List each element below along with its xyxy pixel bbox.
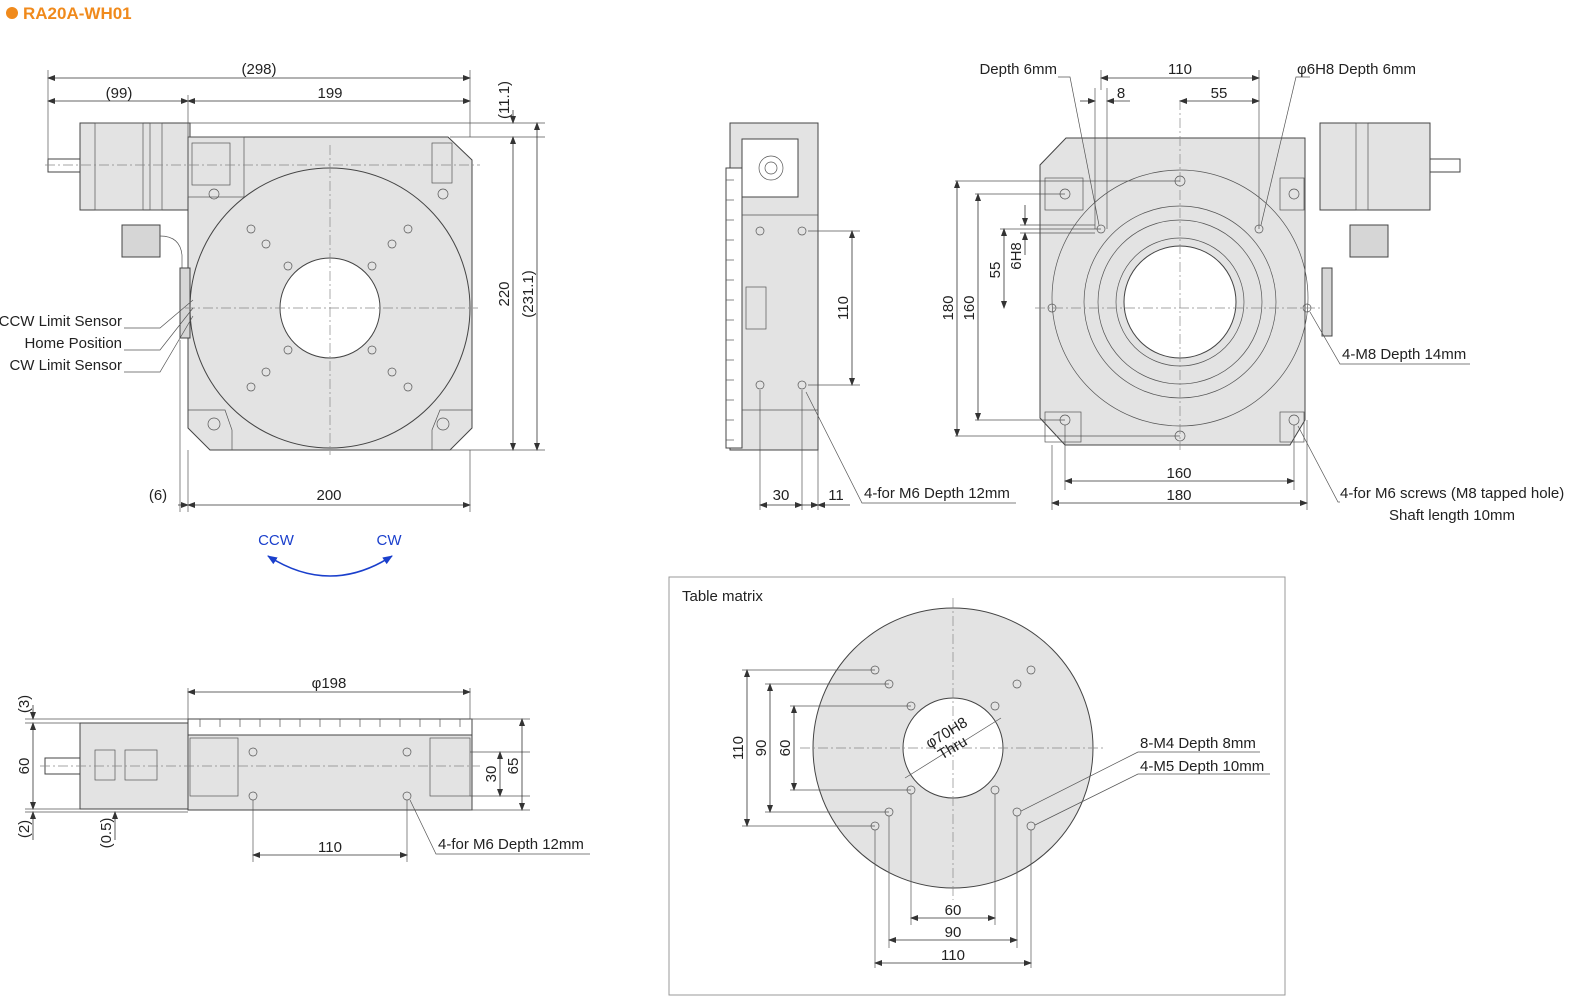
note-bottom-m8-holes: 4-M8 Depth 14mm xyxy=(1342,346,1466,363)
dim-matrix-110-horiz: 110 xyxy=(941,947,965,964)
motor-shaft xyxy=(47,158,81,173)
dim-front-2: (2) xyxy=(16,820,33,838)
bottom-motor-body xyxy=(1319,122,1431,211)
label-ccw: CCW xyxy=(258,532,295,549)
dim-bottom-6h8: 6H8 xyxy=(1008,242,1025,270)
dim-side-11: 11 xyxy=(828,487,844,504)
dim-bottom-110: 110 xyxy=(1168,61,1192,78)
dim-matrix-90-horiz: 90 xyxy=(945,924,962,941)
dim-side-30: 30 xyxy=(773,487,790,504)
front-scale-ticks xyxy=(199,719,461,727)
dim-matrix-110-vert: 110 xyxy=(730,736,747,760)
dim-top-width-200: 200 xyxy=(316,487,341,504)
dim-top-height-231-1: (231.1) xyxy=(520,270,537,318)
dim-side-110: 110 xyxy=(835,296,852,320)
note-bottom-depth-6mm: Depth 6mm xyxy=(979,61,1057,78)
dim-bottom-55-top: 55 xyxy=(1211,85,1228,102)
front-scale-band xyxy=(187,718,473,736)
side-scale-ticks xyxy=(726,179,734,441)
dim-matrix-60-horiz: 60 xyxy=(945,902,962,919)
bottom-motor-shaft xyxy=(1429,158,1461,173)
dim-top-offset-11-1: (11.1) xyxy=(496,81,513,119)
rotation-indicator: CCW CW xyxy=(258,532,403,577)
page-title: RA20A-WH01 xyxy=(23,4,132,23)
motor-body xyxy=(79,122,191,211)
note-matrix-m5-holes: 4-M5 Depth 10mm xyxy=(1140,758,1264,775)
dim-front-60: 60 xyxy=(16,758,33,775)
dim-top-offset-6: (6) xyxy=(149,487,167,504)
dim-bottom-180-horiz: 180 xyxy=(1166,487,1191,504)
title-bullet-icon xyxy=(6,7,18,19)
dim-front-phi-198: φ198 xyxy=(312,675,347,692)
dim-matrix-60-vert: 60 xyxy=(777,740,794,757)
rotation-arrow-icon xyxy=(267,555,393,577)
dim-bottom-160-vert: 160 xyxy=(961,295,978,320)
note-matrix-m4-holes: 8-M4 Depth 8mm xyxy=(1140,735,1256,752)
dim-front-0-5: (0.5) xyxy=(98,818,115,849)
dim-front-3: (3) xyxy=(16,695,33,713)
dim-front-30: 30 xyxy=(483,766,500,783)
note-bottom-m6-screws: 4-for M6 screws (M8 tapped hole) xyxy=(1340,485,1564,502)
note-front-tapped-holes: 4-for M6 Depth 12mm xyxy=(438,836,584,853)
side-view: 110 30 11 4-for M6 Depth 12mm xyxy=(725,122,1016,510)
dim-bottom-55-vert: 55 xyxy=(987,262,1004,279)
note-bottom-pin-hole: φ6H8 Depth 6mm xyxy=(1297,61,1416,78)
dim-top-height-220: 220 xyxy=(496,281,513,306)
label-cw-limit-sensor: CW Limit Sensor xyxy=(9,357,122,374)
table-matrix-title: Table matrix xyxy=(682,588,763,605)
note-side-tapped-holes: 4-for M6 Depth 12mm xyxy=(864,485,1010,502)
dim-bottom-180-vert: 180 xyxy=(940,295,957,320)
dim-front-110: 110 xyxy=(318,839,342,856)
dim-top-motor-length: (99) xyxy=(106,85,133,102)
label-cw: CW xyxy=(377,532,403,549)
front-view: φ198 (3) 60 (2) (0.5) 30 65 110 4-for M6… xyxy=(16,675,590,862)
dim-bottom-8: 8 xyxy=(1117,85,1125,102)
note-bottom-shaft-length: Shaft length 10mm xyxy=(1389,507,1515,524)
dim-top-body-length: 199 xyxy=(317,85,342,102)
label-home-position: Home Position xyxy=(24,335,122,352)
side-scale xyxy=(725,167,743,449)
label-ccw-limit-sensor: CCW Limit Sensor xyxy=(0,313,122,330)
front-body xyxy=(187,734,473,811)
table-matrix: Table matrix 110 90 60 60 90 110 φ70H8 T… xyxy=(668,576,1286,996)
dim-matrix-90-vert: 90 xyxy=(753,740,770,757)
bottom-view: 110 8 55 180 160 55 6H8 160 180 Depth 6m… xyxy=(940,61,1564,524)
top-view: (298) (99) 199 (11.1) 220 (231.1) (6) 20… xyxy=(0,61,545,512)
dim-front-65: 65 xyxy=(505,758,522,775)
dim-bottom-160-horiz: 160 xyxy=(1166,465,1191,482)
dim-top-overall-length: (298) xyxy=(241,61,276,78)
